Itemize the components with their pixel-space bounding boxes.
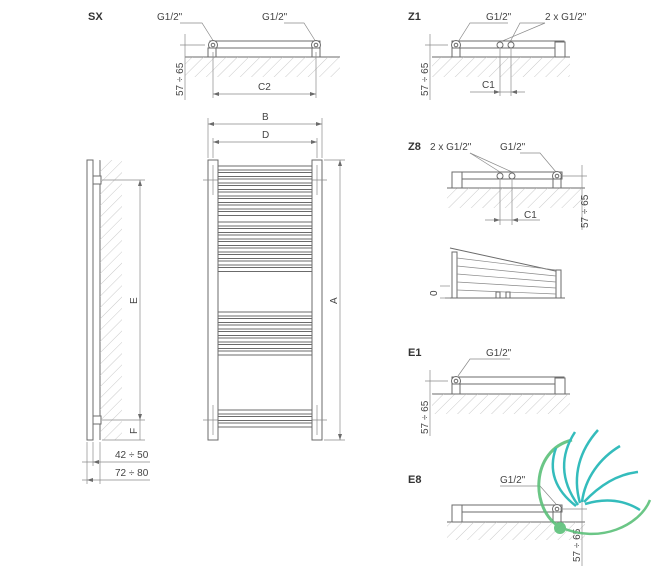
- e8-title: E8: [408, 474, 421, 486]
- front-rung: [217, 267, 313, 272]
- front-rung: [217, 234, 313, 240]
- front-rung: [217, 185, 313, 190]
- front-rung: [217, 165, 313, 171]
- front-rung: [217, 260, 313, 266]
- front-rung: [217, 318, 313, 323]
- logo-ray: [575, 429, 599, 504]
- e1-conn-label: G1/2": [486, 348, 512, 359]
- slope-view: 0: [429, 247, 565, 299]
- z1-view: Z1 G1/2" 2 x G1/2" 57 ÷ 65 C1: [408, 11, 587, 100]
- sx-conn-right-label: G1/2": [262, 12, 288, 23]
- front-rung: [217, 204, 313, 210]
- z8-conn-left-label: 2 x G1/2": [430, 142, 472, 153]
- front-right-column: [311, 159, 323, 441]
- e1-title: E1: [408, 347, 421, 359]
- z1-spacing-label: C1: [482, 80, 495, 91]
- front-rung: [217, 344, 313, 349]
- front-height-label: A: [329, 297, 340, 304]
- z1-conn-left-label: G1/2": [486, 12, 512, 23]
- front-width-outer-label: B: [262, 112, 269, 123]
- z8-spacing-label: C1: [524, 210, 537, 221]
- front-rung: [217, 198, 313, 203]
- z8-rail: [451, 171, 563, 180]
- z8-height-label: 57 ÷ 65: [580, 194, 591, 228]
- front-rung: [217, 241, 313, 246]
- e8-conn-label: G1/2": [500, 475, 526, 486]
- sx-wall-hatch: [185, 57, 340, 77]
- side-bottom-label: F: [129, 428, 140, 434]
- front-rung: [217, 422, 313, 428]
- front-rung: [217, 416, 313, 421]
- z8-title: Z8: [408, 141, 421, 153]
- logo-ray: [562, 431, 580, 506]
- side-radiator: [86, 159, 94, 441]
- front-width-inner-label: D: [262, 130, 269, 141]
- e8-view: E8 G1/2" 57 ÷ 65: [408, 474, 587, 566]
- logo-ray: [583, 470, 639, 503]
- sx-conn-left-label: G1/2": [157, 12, 183, 23]
- front-rung: [217, 228, 313, 233]
- front-rung: [217, 409, 313, 415]
- front-rung: [217, 247, 313, 253]
- sx-spacing-label: C2: [258, 82, 271, 93]
- front-rung: [217, 221, 313, 227]
- z8-view: Z8 2 x G1/2" G1/2" 57 ÷ 65 C1: [408, 141, 591, 230]
- sx-view: SX G1/2" G1/2" 57 ÷ 65 C2: [88, 11, 340, 100]
- side-depth-inner-label: 42 ÷ 50: [115, 450, 149, 461]
- logo-ray: [580, 444, 621, 503]
- front-left-column: [207, 159, 219, 441]
- e1-height-label: 57 ÷ 65: [420, 400, 431, 434]
- z8-conn-right-label: G1/2": [500, 142, 526, 153]
- front-rungs: [217, 165, 313, 428]
- slope-offset-label: 0: [429, 290, 440, 296]
- logo-ray: [584, 499, 641, 512]
- sx-rail: [209, 40, 321, 49]
- side-wall-hatch: [100, 160, 122, 440]
- front-rung: [217, 311, 313, 317]
- front-rung: [217, 178, 313, 184]
- z1-conn-right-label: 2 x G1/2": [545, 12, 587, 23]
- sx-height-label: 57 ÷ 65: [175, 62, 186, 96]
- front-rung: [217, 337, 313, 343]
- e1-rail: [451, 376, 565, 385]
- front-rung: [217, 172, 313, 177]
- front-rung: [217, 211, 313, 216]
- front-view: B D A: [203, 112, 345, 441]
- side-depth-outer-label: 72 ÷ 80: [115, 468, 149, 479]
- e8-height-label: 57 ÷ 65: [572, 528, 583, 562]
- logo-ray: [551, 447, 577, 507]
- brand-logo: [537, 429, 652, 536]
- side-view: E F 42 ÷ 50 72 ÷ 80: [82, 159, 150, 484]
- side-height-label: E: [129, 297, 140, 304]
- front-rung: [217, 350, 313, 356]
- front-rung: [217, 331, 313, 336]
- sx-title: SX: [88, 11, 103, 23]
- front-rung: [217, 254, 313, 259]
- z1-height-label: 57 ÷ 65: [420, 62, 431, 96]
- front-rung: [217, 324, 313, 330]
- e1-view: E1 G1/2" 57 ÷ 65: [408, 347, 570, 436]
- z1-title: Z1: [408, 11, 421, 23]
- front-rung: [217, 191, 313, 197]
